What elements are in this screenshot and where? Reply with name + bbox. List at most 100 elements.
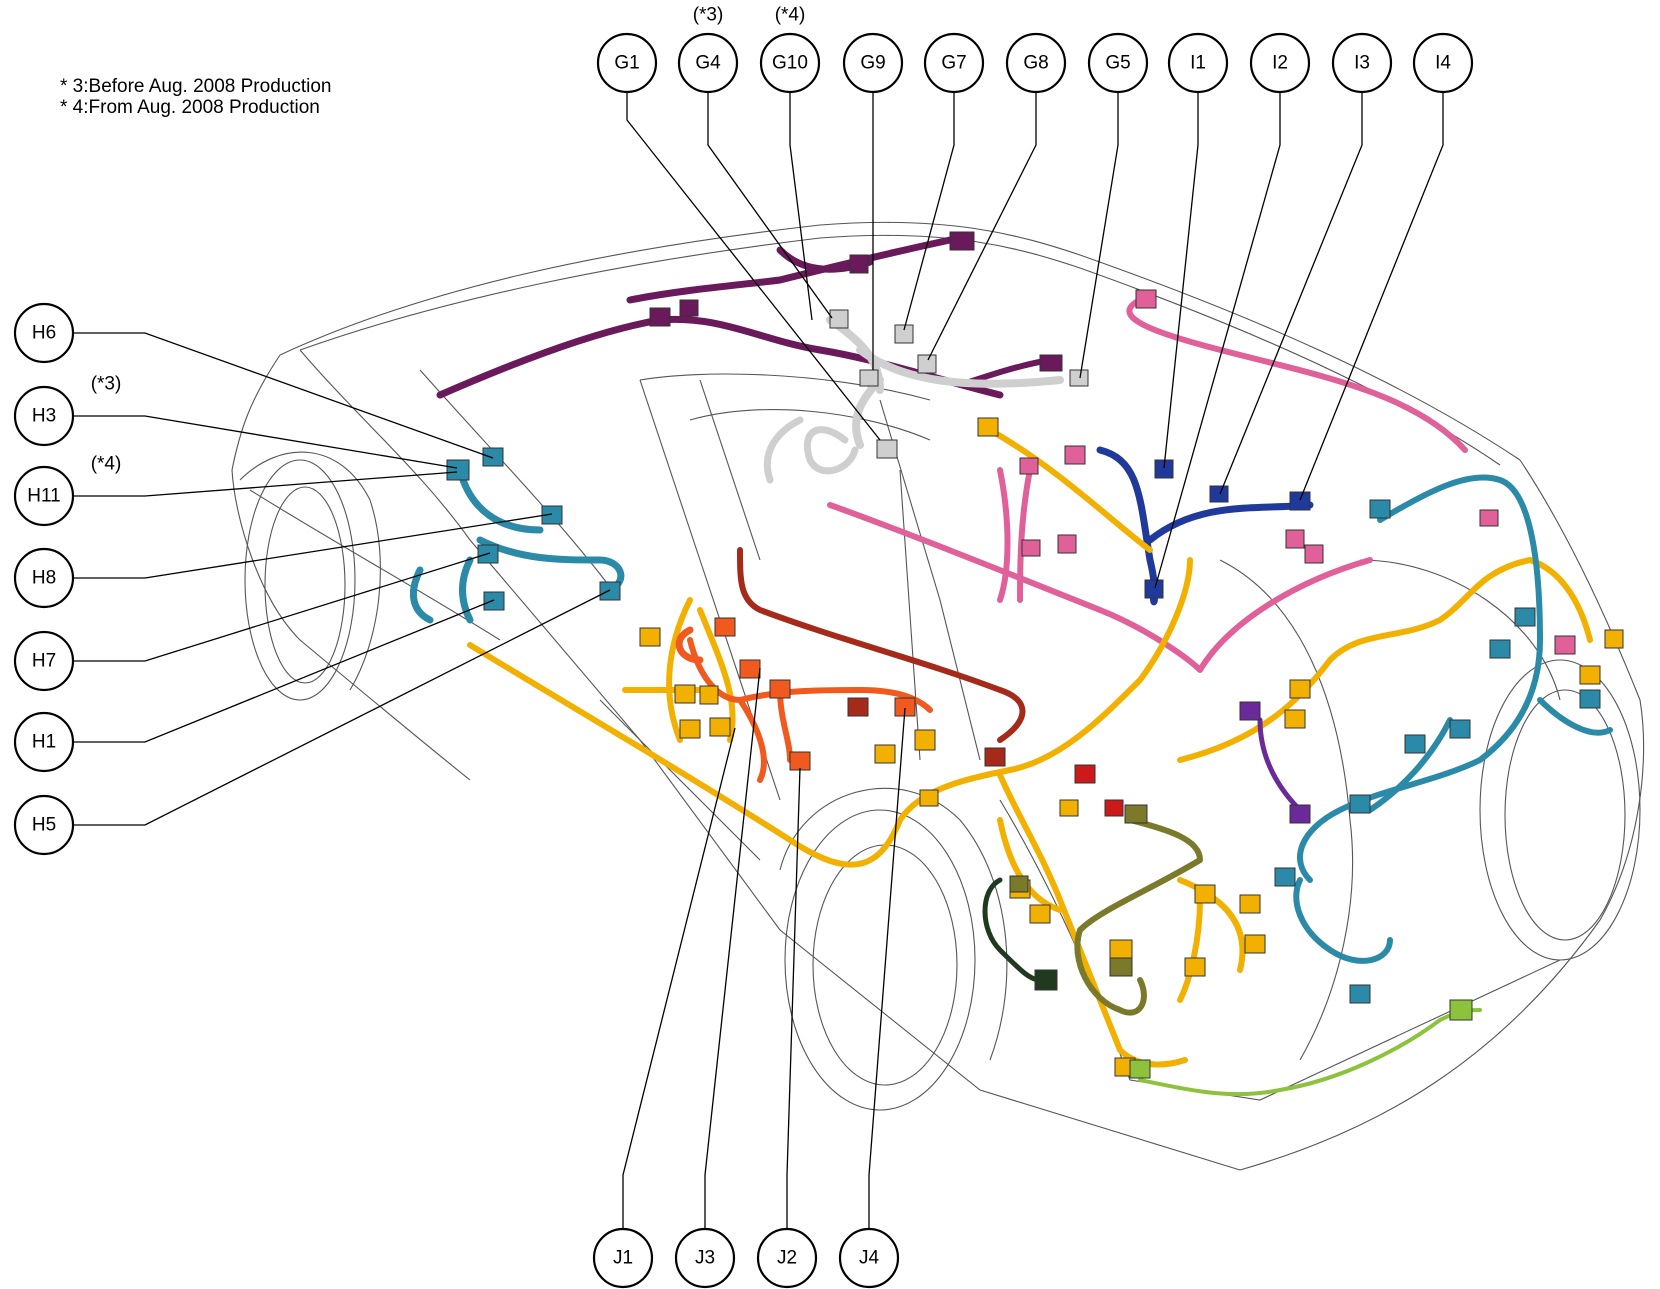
footnote-4: * 4:From Aug. 2008 Production bbox=[60, 97, 320, 118]
callout-h3: H3(*3) bbox=[13, 374, 121, 447]
callout-circle-j4 bbox=[838, 1227, 900, 1289]
callout-circle-h7 bbox=[13, 630, 75, 692]
pink-harness-branch bbox=[997, 467, 1033, 603]
callout-label-h7: H7 bbox=[32, 651, 56, 672]
callout-circle-j1 bbox=[592, 1227, 654, 1289]
callout-g9: G9 bbox=[842, 32, 904, 94]
callout-note-g4: (*3) bbox=[693, 5, 724, 26]
callout-g8: G8 bbox=[1005, 32, 1067, 94]
leader-line-j2 bbox=[786, 767, 801, 1229]
callout-h8: H8 bbox=[13, 547, 75, 609]
callout-j1: J1 bbox=[592, 1227, 654, 1289]
leader-line-h7 bbox=[73, 552, 491, 662]
callout-circle-i1 bbox=[1167, 32, 1229, 94]
teal-harness-rear bbox=[1297, 474, 1613, 883]
callout-g1: G1 bbox=[596, 32, 658, 94]
pink-harness-top bbox=[1126, 297, 1468, 453]
leader-line-h6 bbox=[73, 332, 494, 459]
lime-harness bbox=[1138, 1008, 1482, 1097]
roof-harness-branch bbox=[626, 236, 954, 304]
callout-g10: G10(*4) bbox=[759, 5, 821, 94]
orange-harness-main bbox=[467, 557, 1193, 868]
leader-line-h5 bbox=[73, 589, 611, 826]
callout-j2: J2 bbox=[756, 1227, 818, 1289]
leader-line-h11 bbox=[73, 471, 458, 497]
callout-note-g10: (*4) bbox=[775, 5, 806, 26]
callout-circle-g10 bbox=[759, 32, 821, 94]
callout-label-j4: J4 bbox=[859, 1248, 880, 1269]
leader-line-j4 bbox=[868, 707, 906, 1229]
callout-circle-g8 bbox=[1005, 32, 1067, 94]
leader-lines bbox=[73, 92, 1444, 1229]
callout-h7: H7 bbox=[13, 630, 75, 692]
callout-label-g8: G8 bbox=[1023, 53, 1048, 74]
callout-label-h8: H8 bbox=[32, 568, 56, 589]
callout-label-h11: H11 bbox=[27, 486, 60, 507]
dark-red-harness bbox=[737, 547, 1026, 743]
callout-circle-g4 bbox=[677, 32, 739, 94]
callout-label-i4: I4 bbox=[1435, 53, 1451, 74]
leader-line-g10 bbox=[789, 92, 813, 321]
callout-circle-g5 bbox=[1087, 32, 1149, 94]
dark-green-harness bbox=[982, 877, 1043, 983]
callout-label-h5: H5 bbox=[32, 815, 56, 836]
connectors bbox=[446, 231, 1624, 1079]
callout-label-j2: J2 bbox=[777, 1248, 797, 1269]
callout-circle-g1 bbox=[596, 32, 658, 94]
orange-harness-right bbox=[1177, 557, 1593, 763]
callout-i3: I3 bbox=[1331, 32, 1393, 94]
callout-label-j1: J1 bbox=[613, 1248, 633, 1269]
callout-label-g9: G9 bbox=[860, 53, 885, 74]
callout-label-j3: J3 bbox=[695, 1248, 715, 1269]
callout-g4: G4(*3) bbox=[677, 5, 739, 94]
harness-lines bbox=[409, 236, 1613, 1097]
callout-label-h3: H3 bbox=[32, 406, 56, 427]
roof-grey-loop bbox=[763, 416, 859, 484]
callout-circle-g9 bbox=[842, 32, 904, 94]
callout-label-g5: G5 bbox=[1105, 53, 1130, 74]
callout-circle-h8 bbox=[13, 547, 75, 609]
leader-line-g8 bbox=[927, 92, 1037, 361]
callout-label-i2: I2 bbox=[1272, 53, 1288, 74]
pink-harness bbox=[827, 502, 1373, 673]
red-orange-harness-coil bbox=[675, 626, 704, 664]
footnotes: * 3:Before Aug. 2008 Production * 4:From… bbox=[60, 76, 331, 118]
callout-circle-g7 bbox=[923, 32, 985, 94]
callout-h11: H11(*4) bbox=[13, 454, 121, 527]
callout-circle-i2 bbox=[1249, 32, 1311, 94]
leader-line-h3 bbox=[73, 415, 458, 469]
footnote-3: * 3:Before Aug. 2008 Production bbox=[60, 76, 331, 97]
teal-harness-front bbox=[409, 466, 625, 624]
callout-label-i1: I1 bbox=[1190, 53, 1206, 74]
leader-line-i3 bbox=[1219, 92, 1363, 495]
purple-harness bbox=[1257, 717, 1303, 813]
callout-circle-h1 bbox=[13, 711, 75, 773]
orange-harness-roof bbox=[987, 427, 1153, 553]
leader-line-g1 bbox=[626, 92, 881, 441]
leader-line-h1 bbox=[73, 599, 495, 743]
roof-harness bbox=[436, 315, 1004, 399]
callout-i1: I1 bbox=[1167, 32, 1229, 94]
blue-harness bbox=[1096, 446, 1314, 606]
callout-circle-h3 bbox=[13, 385, 75, 447]
callout-j3: J3 bbox=[674, 1227, 736, 1289]
callout-i4: I4 bbox=[1412, 32, 1474, 94]
teal-harness-rear-2 bbox=[1293, 717, 1453, 964]
callout-circle-i3 bbox=[1331, 32, 1393, 94]
callout-label-g1: G1 bbox=[614, 53, 639, 74]
callout-circle-h5 bbox=[13, 794, 75, 856]
callout-g7: G7 bbox=[923, 32, 985, 94]
callout-h1: H1 bbox=[13, 711, 75, 773]
callout-h5: H5 bbox=[13, 794, 75, 856]
leader-line-g4 bbox=[707, 92, 833, 319]
callout-label-i3: I3 bbox=[1354, 53, 1370, 74]
callout-i2: I2 bbox=[1249, 32, 1311, 94]
leader-line-j1 bbox=[622, 727, 736, 1229]
leader-line-g5 bbox=[1079, 92, 1119, 379]
callout-label-h6: H6 bbox=[32, 323, 56, 344]
callout-circle-j3 bbox=[674, 1227, 736, 1289]
callout-circle-h6 bbox=[13, 302, 75, 364]
olive-harness bbox=[1074, 817, 1203, 1016]
